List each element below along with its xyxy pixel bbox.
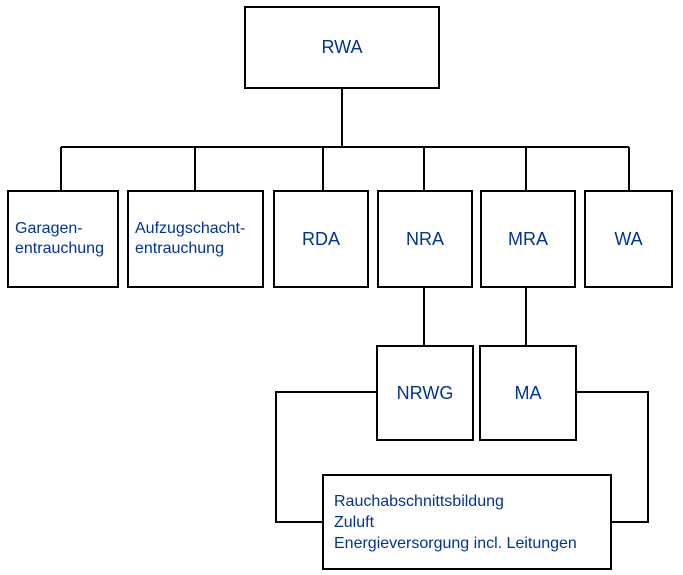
- nrwg-label: NRWG: [396, 382, 454, 403]
- ma-label: MA: [514, 382, 542, 403]
- wa-box: WA: [584, 190, 673, 288]
- garagenentrauchung-line-2: entrauchung: [15, 240, 104, 257]
- nra-box: NRA: [377, 190, 473, 288]
- common-line-zuluft: Zuluft: [334, 513, 375, 531]
- aufzugschachtentrauchung-line-2: entrauchung: [135, 240, 224, 257]
- rwa-box: RWA: [244, 6, 440, 89]
- garagenentrauchung-line-1: Garagen-: [15, 220, 83, 237]
- nra-label: NRA: [405, 228, 444, 249]
- rda-label: RDA: [301, 228, 340, 249]
- aufzugschachtentrauchung-line-1: Aufzugschacht-: [135, 220, 246, 237]
- mra-box: MRA: [480, 190, 576, 288]
- aufzugschachtentrauchung-box: Aufzugschacht- entrauchung: [127, 190, 264, 288]
- rda-box: RDA: [273, 190, 369, 288]
- nrwg-box: NRWG: [376, 345, 474, 441]
- ma-box: MA: [479, 345, 577, 441]
- common-line-rauchabschnittsbildung: Rauchabschnittsbildung: [334, 492, 504, 510]
- rwa-label: RWA: [321, 37, 363, 57]
- mra-label: MRA: [508, 228, 548, 249]
- common-components-box: Rauchabschnittsbildung Zuluft Energiever…: [322, 474, 612, 570]
- wa-label: WA: [614, 228, 643, 249]
- garagenentrauchung-box: Garagen- entrauchung: [7, 190, 119, 288]
- common-line-energieversorgung: Energieversorgung incl. Leitungen: [334, 534, 577, 552]
